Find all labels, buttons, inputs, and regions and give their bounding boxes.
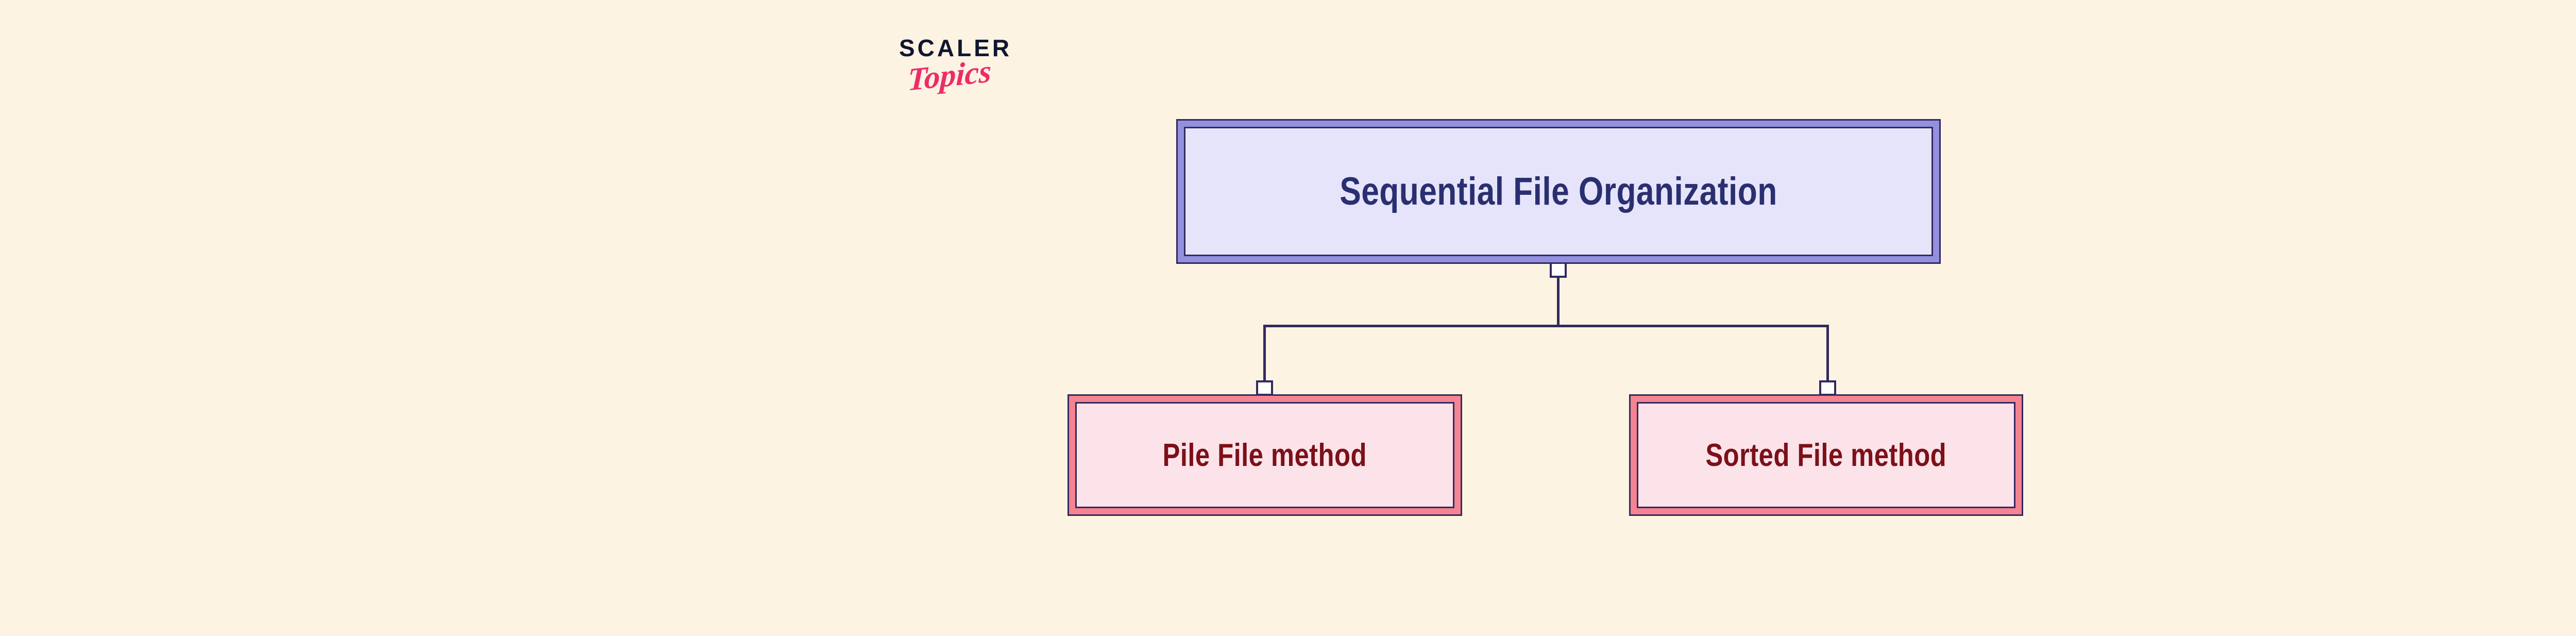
node-root-label: Sequential File Organization <box>1340 170 1777 213</box>
node-sorted-inner-panel: Sorted File method <box>1637 402 2015 508</box>
connector-port-pile-top <box>1256 380 1273 396</box>
node-sorted-label: Sorted File method <box>1705 437 1947 473</box>
connector-port-sorted-top <box>1819 380 1836 396</box>
connector-port-root-bottom <box>1550 262 1567 278</box>
connector-drop-to-pile <box>1263 325 1266 382</box>
connector-drop-to-sorted <box>1826 325 1829 382</box>
scaler-topics-logo: SCALER Topics <box>899 36 1069 119</box>
node-sorted-file-method[interactable]: Sorted File method <box>1629 394 2023 516</box>
logo-wordmark: SCALER <box>899 35 1012 61</box>
node-pile-label: Pile File method <box>1162 437 1367 473</box>
connector-horizontal-bus <box>1263 325 1829 327</box>
node-sequential-file-organization[interactable]: Sequential File Organization <box>1176 119 1941 264</box>
node-pile-inner-panel: Pile File method <box>1075 402 1454 508</box>
node-pile-file-method[interactable]: Pile File method <box>1067 394 1462 516</box>
node-root-inner-panel: Sequential File Organization <box>1184 127 1933 256</box>
connector-trunk-vertical <box>1557 264 1560 327</box>
